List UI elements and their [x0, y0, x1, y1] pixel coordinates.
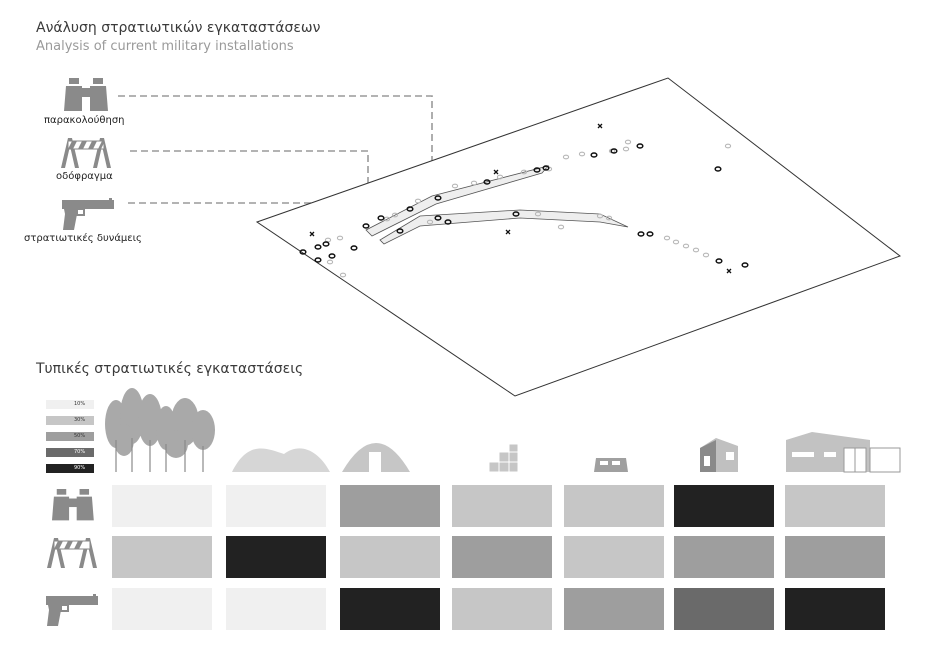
scale-swatch — [46, 416, 94, 425]
matrix-cell-barrier-container-stack — [452, 536, 552, 578]
row-barrier-icon — [47, 538, 97, 568]
matrix-cell-barrier-mounds — [226, 536, 326, 578]
matrix-cell-barrier-watch-cabin — [674, 536, 774, 578]
pistol-icon — [62, 198, 114, 230]
matrix-cell-forces-trees — [112, 588, 212, 630]
page-title: Ανάλυση στρατιωτικών εγκαταστάσεων — [36, 20, 321, 36]
guard-post-illustration — [594, 458, 628, 472]
matrix-cell-forces-watch-cabin — [674, 588, 774, 630]
road-upper — [365, 165, 550, 237]
scale-label: 10% — [74, 401, 86, 407]
matrix-cell-barrier-trees — [112, 536, 212, 578]
row-binoculars-icon — [52, 489, 94, 521]
matrix-cell-surveillance-building — [785, 485, 885, 527]
row-pistol-icon — [46, 594, 98, 626]
scale-label: 70% — [74, 449, 86, 455]
leader-barrier — [130, 150, 369, 222]
leader-surveillance — [118, 95, 433, 198]
matrix-cell-surveillance-container-stack — [452, 485, 552, 527]
binoculars-icon — [64, 78, 108, 111]
building-illustration — [786, 432, 901, 473]
matrix-cell-forces-mounds — [226, 588, 326, 630]
scale-label: 50% — [74, 433, 86, 439]
matrix-cell-surveillance-watch-cabin — [674, 485, 774, 527]
mounds-illustration — [232, 448, 330, 472]
matrix-cell-forces-container-stack — [452, 588, 552, 630]
scale-swatch — [46, 400, 94, 409]
scale-swatch — [46, 448, 94, 457]
section-title: Τυπικές στρατιωτικές εγκαταστάσεις — [36, 361, 304, 377]
scale-swatch — [46, 464, 94, 473]
matrix-cell-barrier-guard-post — [564, 536, 664, 578]
installation-markers — [299, 143, 749, 268]
legend-label-surveillance: παρακολούθηση — [44, 115, 125, 126]
matrix-cell-surveillance-tunnel-shelter — [340, 485, 440, 527]
tunnel-illustration — [342, 443, 410, 472]
road-lower — [379, 209, 629, 245]
matrix-cell-forces-tunnel-shelter — [340, 588, 440, 630]
scale-label: 30% — [74, 417, 86, 423]
barrier-icon — [61, 138, 111, 168]
trees-illustration — [105, 388, 215, 472]
matrix-cell-forces-building — [785, 588, 885, 630]
matrix-cell-barrier-building — [785, 536, 885, 578]
matrix-cell-forces-guard-post — [564, 588, 664, 630]
scale-label: 90% — [74, 465, 86, 471]
matrix-cell-barrier-tunnel-shelter — [340, 536, 440, 578]
matrix-cell-surveillance-guard-post — [564, 485, 664, 527]
page-subtitle: Analysis of current military installatio… — [36, 39, 294, 54]
cross-markers — [309, 123, 732, 274]
watch-cabin-illustration — [700, 438, 738, 472]
scale-swatch — [46, 432, 94, 441]
container-stack-illustration — [488, 443, 519, 473]
ground-plane — [255, 77, 902, 397]
legend-label-barrier: οδόφραγμα — [56, 171, 113, 182]
matrix-cell-surveillance-mounds — [226, 485, 326, 527]
legend-label-forces: στρατιωτικές δυνάμεις — [24, 233, 142, 244]
matrix-cell-surveillance-trees — [112, 485, 212, 527]
